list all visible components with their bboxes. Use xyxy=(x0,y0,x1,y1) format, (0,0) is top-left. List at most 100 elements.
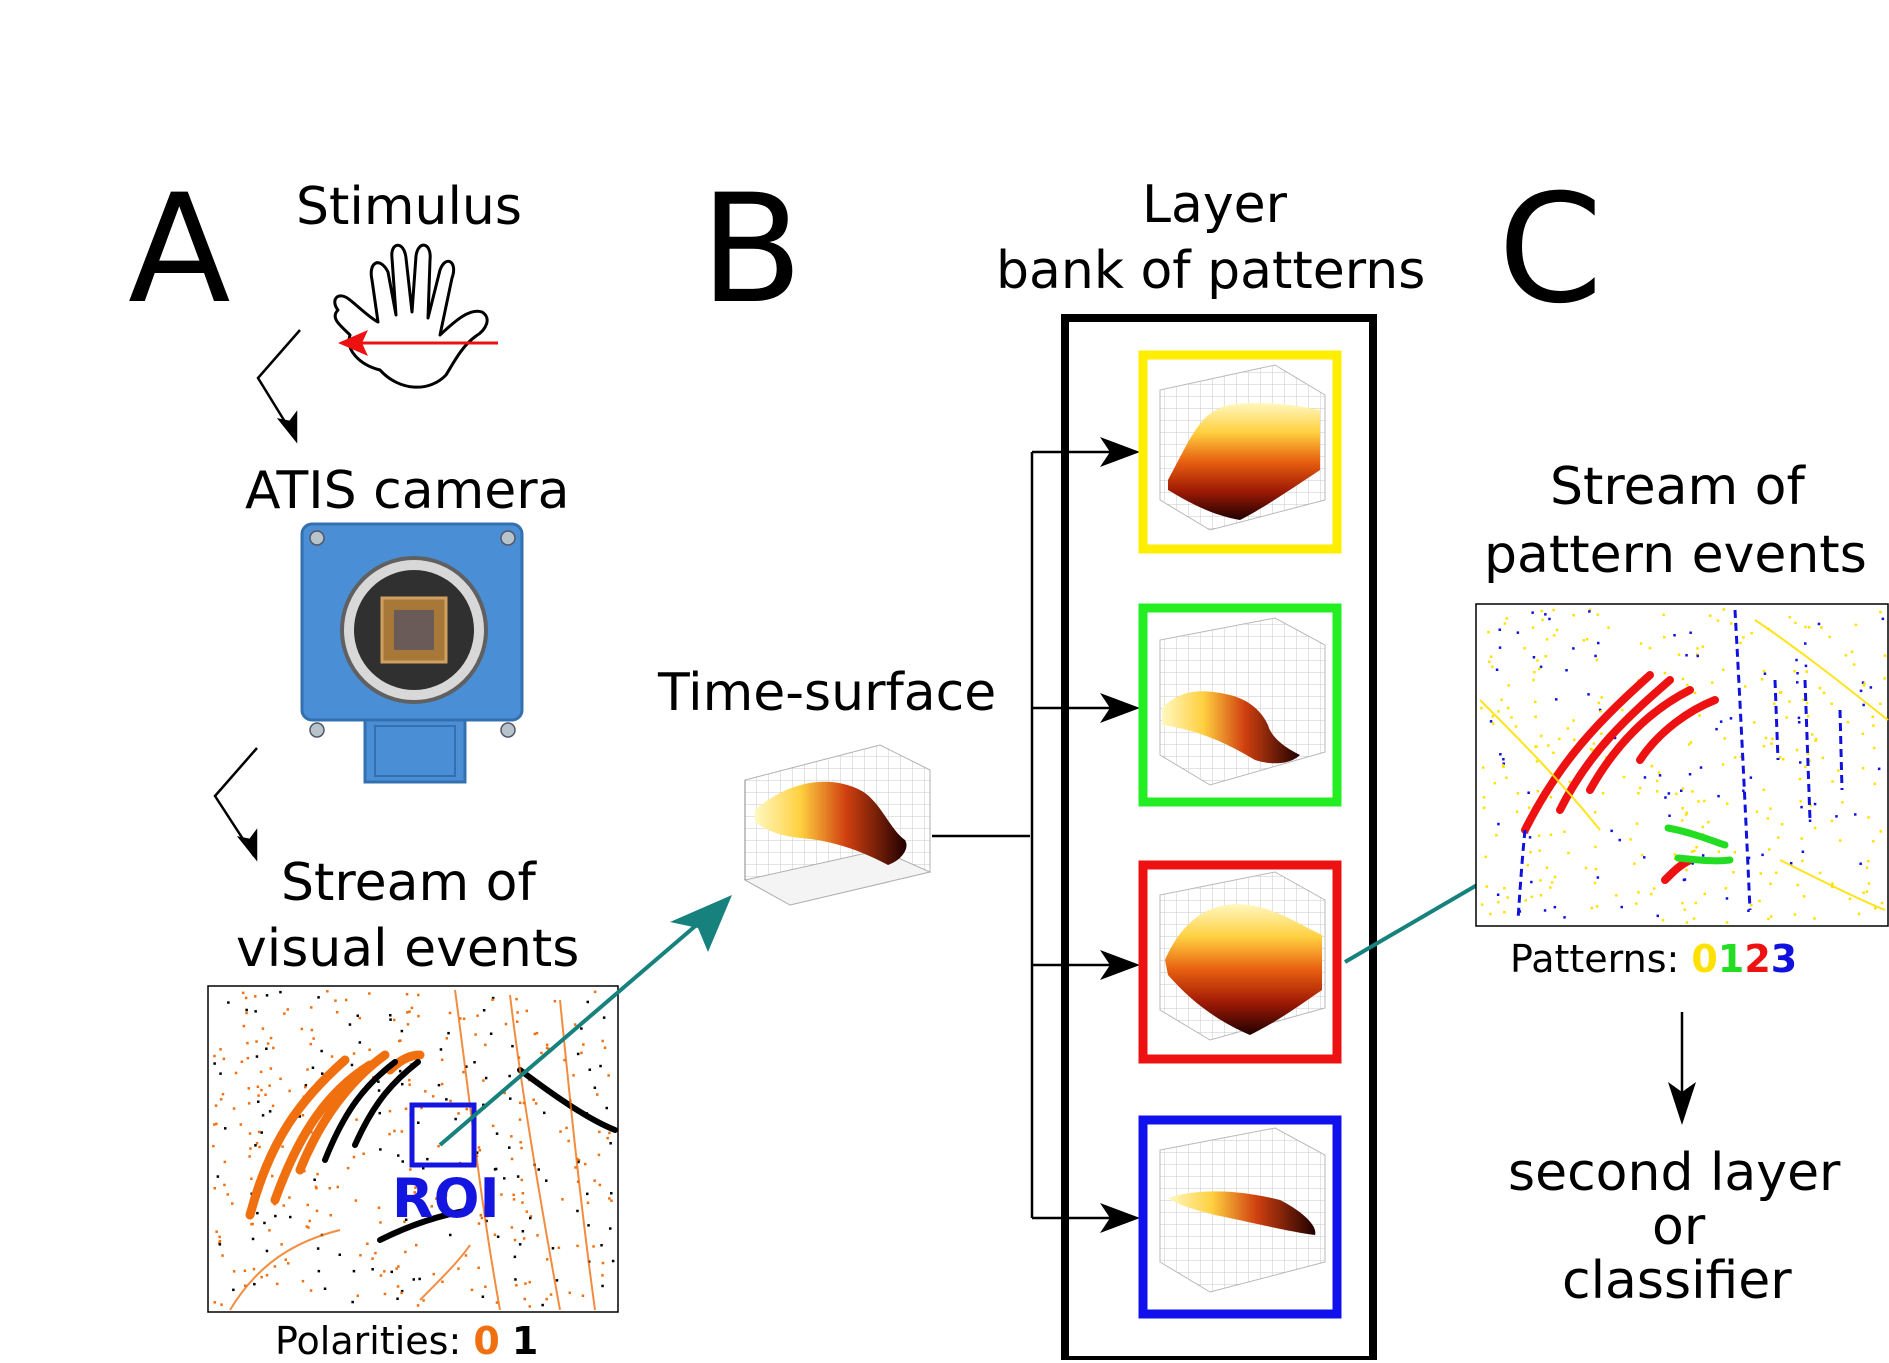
event-dot xyxy=(479,1214,483,1217)
event-dot xyxy=(1798,721,1801,724)
event-dot xyxy=(1480,706,1483,710)
event-dot xyxy=(346,1166,350,1170)
pattern-2-value: 2 xyxy=(1744,937,1771,981)
event-dot xyxy=(1563,830,1566,833)
event-dot xyxy=(1692,917,1696,920)
event-dot xyxy=(1675,792,1678,796)
event-dot xyxy=(222,1057,226,1061)
event-dot xyxy=(484,1076,488,1080)
event-dot xyxy=(609,1227,612,1230)
event-dot xyxy=(1762,669,1766,673)
event-dot xyxy=(1690,850,1694,853)
event-dot xyxy=(1681,807,1684,810)
event-dot xyxy=(1538,849,1541,852)
event-dot xyxy=(310,1028,314,1032)
event-dot xyxy=(1497,900,1500,904)
event-dot xyxy=(580,1027,583,1030)
pattern-stream-label-line1: Stream of xyxy=(1550,457,1805,517)
event-dot xyxy=(586,1000,589,1004)
event-dot xyxy=(1622,775,1626,779)
event-dot xyxy=(1717,794,1720,798)
event-dot xyxy=(493,1233,497,1236)
event-dot xyxy=(608,1131,611,1135)
event-dot xyxy=(1487,630,1490,634)
event-dot xyxy=(432,1272,435,1276)
event-dot xyxy=(1689,741,1693,744)
event-dot xyxy=(1482,796,1486,799)
event-dot xyxy=(1830,819,1834,823)
event-dot xyxy=(1683,908,1686,911)
event-dot xyxy=(1566,727,1570,730)
event-dot xyxy=(1489,655,1493,658)
event-dot xyxy=(1797,716,1801,720)
event-dot xyxy=(395,1267,398,1270)
event-dot xyxy=(1498,628,1501,631)
event-dot xyxy=(1523,647,1526,650)
event-dot xyxy=(1657,771,1661,774)
event-dot xyxy=(413,1191,416,1194)
event-dot xyxy=(537,1168,540,1171)
event-dot xyxy=(1814,739,1817,742)
event-dot xyxy=(239,1123,243,1126)
event-dot xyxy=(396,1297,399,1300)
event-dot xyxy=(321,1072,324,1075)
event-dot xyxy=(486,1214,489,1218)
event-dot xyxy=(1872,746,1876,750)
event-dot xyxy=(1553,875,1557,879)
event-dot xyxy=(273,1265,277,1268)
event-dot xyxy=(491,998,494,1001)
event-dot xyxy=(1747,909,1750,912)
event-dot xyxy=(1529,851,1532,854)
event-dot xyxy=(1769,915,1773,918)
event-dot xyxy=(1637,792,1640,795)
event-dot xyxy=(216,1175,220,1178)
event-dot xyxy=(326,990,329,993)
flow-arrow-camera-to-stream xyxy=(213,747,258,862)
event-dot xyxy=(1588,608,1592,611)
event-dot xyxy=(1820,626,1823,629)
event-dot xyxy=(1698,714,1701,717)
event-dot xyxy=(1597,641,1600,645)
event-dot xyxy=(1488,660,1491,664)
event-dot xyxy=(1667,792,1671,795)
event-dot xyxy=(568,1291,571,1294)
event-dot xyxy=(242,1024,246,1028)
event-dot xyxy=(519,1101,522,1105)
event-dot xyxy=(397,1154,400,1157)
event-dot xyxy=(1567,851,1570,855)
event-dot xyxy=(441,1280,444,1283)
event-dot xyxy=(1489,720,1493,723)
event-dot xyxy=(358,1016,361,1020)
event-dot xyxy=(529,1216,532,1220)
event-dot xyxy=(265,1047,268,1050)
event-dot xyxy=(309,1289,313,1292)
event-dot xyxy=(1750,904,1753,907)
event-dot xyxy=(1759,872,1762,875)
event-dot xyxy=(511,1044,514,1048)
event-dot xyxy=(219,1048,222,1051)
atis-camera-photo xyxy=(300,520,525,785)
event-dot xyxy=(256,1085,260,1088)
event-dot xyxy=(524,1282,527,1285)
event-dot xyxy=(447,1031,450,1035)
polarity-0-value: 0 xyxy=(473,1319,500,1363)
event-dot xyxy=(1865,890,1869,893)
event-dot xyxy=(241,991,245,995)
event-dot xyxy=(1685,868,1688,872)
event-dot xyxy=(224,1127,227,1130)
event-dot xyxy=(348,1023,352,1026)
event-dot xyxy=(1650,764,1654,768)
event-dot xyxy=(518,1118,522,1121)
event-dot xyxy=(547,1047,550,1051)
event-dot xyxy=(378,1111,381,1115)
event-dot xyxy=(383,1292,387,1296)
event-dot xyxy=(1796,883,1799,887)
event-dot xyxy=(1590,906,1593,910)
event-dot xyxy=(435,1197,438,1200)
event-dot xyxy=(1859,689,1863,693)
event-dot xyxy=(1596,876,1600,879)
event-dot xyxy=(281,1145,284,1148)
event-dot xyxy=(520,1178,523,1182)
event-dot xyxy=(1809,804,1812,807)
event-dot xyxy=(213,1123,216,1126)
